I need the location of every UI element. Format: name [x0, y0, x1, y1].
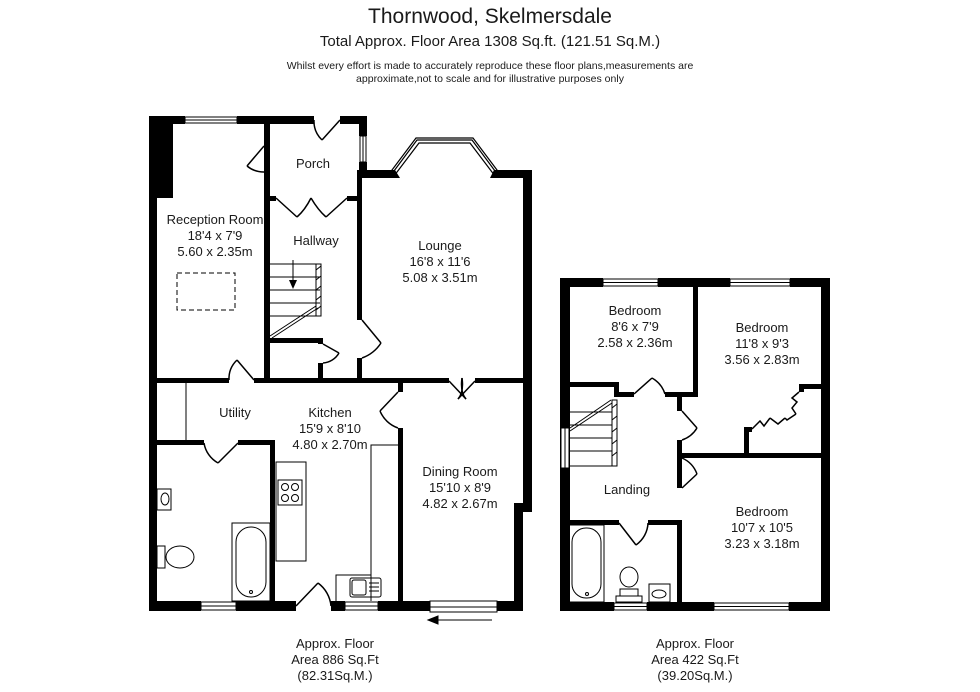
first-floor-area: Approx. Floor Area 422 Sq.Ft (39.20Sq.M.…	[640, 636, 750, 684]
room-name: Utility	[219, 405, 251, 420]
room-name: Lounge	[418, 238, 462, 253]
room-name: Bedroom	[735, 320, 789, 335]
room-name: Reception Room	[166, 212, 264, 227]
room-label-bedroom-1: Bedroom 8'6 x 7'9 2.58 x 2.36m	[585, 303, 685, 351]
area-line-3: (82.31Sq.M.)	[297, 668, 373, 683]
room-imperial: 18'4 x 7'9	[187, 228, 243, 243]
room-name: Bedroom	[608, 303, 662, 318]
sliding-door-arrow	[426, 615, 492, 625]
room-name: Landing	[603, 482, 651, 497]
room-label-hallway: Hallway	[280, 233, 352, 249]
room-name: Dining Room	[422, 464, 498, 479]
room-imperial: 15'9 x 8'10	[298, 421, 362, 436]
ground-bathroom-fixtures	[156, 488, 271, 602]
right-outer-wall-upper	[821, 278, 830, 611]
room-metric: 3.56 x 2.83m	[724, 352, 800, 367]
disclaimer: Whilst every effort is made to accuratel…	[0, 60, 980, 86]
area-line-2: Area 422 Sq.Ft	[651, 652, 739, 667]
room-imperial: 10'7 x 10'5	[730, 520, 794, 535]
disclaimer-line-2: approximate,not to scale and for illustr…	[356, 73, 624, 85]
room-name: Kitchen	[308, 405, 352, 420]
room-label-bedroom-2: Bedroom 11'8 x 9'3 3.56 x 2.83m	[712, 320, 812, 368]
ground-floor-doors	[203, 119, 476, 607]
room-label-dining-room: Dining Room 15'10 x 8'9 4.82 x 2.67m	[405, 464, 515, 512]
total-floor-area: Total Approx. Floor Area 1308 Sq.ft. (12…	[319, 33, 661, 50]
ground-floor-stairs	[269, 260, 322, 339]
room-imperial: 16'8 x 11'6	[409, 254, 471, 269]
room-label-porch: Porch	[278, 156, 348, 172]
room-label-kitchen: Kitchen 15'9 x 8'10 4.80 x 2.70m	[280, 405, 380, 453]
room-label-utility: Utility	[205, 405, 265, 421]
first-bathroom-fixtures	[568, 524, 671, 603]
room-metric: 5.60 x 2.35m	[177, 244, 253, 259]
room-metric: 4.80 x 2.70m	[292, 437, 368, 452]
room-name: Bedroom	[735, 504, 789, 519]
room-label-reception-room: Reception Room 18'4 x 7'9 5.60 x 2.35m	[160, 212, 270, 260]
room-metric: 5.08 x 3.51m	[402, 270, 478, 285]
page-title: Thornwood, Skelmersdale	[368, 5, 612, 28]
room-metric: 2.58 x 2.36m	[597, 335, 673, 350]
room-label-lounge: Lounge 16'8 x 11'6 5.08 x 3.51m	[380, 238, 500, 286]
area-line-3: (39.20Sq.M.)	[657, 668, 733, 683]
left-outer-wall	[149, 116, 157, 611]
area-line-2: Area 886 Sq.Ft	[291, 652, 379, 667]
room-metric: 3.23 x 3.18m	[724, 536, 800, 551]
room-name: Porch	[296, 156, 330, 171]
dashed-feature	[176, 272, 236, 311]
first-floor-stairs	[569, 399, 618, 467]
area-line-1: Approx. Floor	[295, 636, 375, 651]
room-label-bedroom-3: Bedroom 10'7 x 10'5 3.23 x 3.18m	[712, 504, 812, 552]
stairs-down-arrow	[289, 280, 297, 289]
first-floor-windows	[560, 278, 791, 611]
room-name: Hallway	[293, 233, 339, 248]
ground-floor-area: Approx. Floor Area 886 Sq.Ft (82.31Sq.M.…	[280, 636, 390, 684]
ground-floor-windows	[184, 116, 498, 613]
room-imperial: 8'6 x 7'9	[611, 319, 659, 334]
bay-window	[388, 137, 501, 177]
room-imperial: 11'8 x 9'3	[735, 336, 789, 351]
disclaimer-line-1: Whilst every effort is made to accuratel…	[286, 60, 694, 72]
ground-floor-plan	[149, 116, 532, 611]
room-imperial: 15'10 x 8'9	[428, 480, 492, 495]
area-line-1: Approx. Floor	[655, 636, 735, 651]
room-label-landing: Landing	[592, 482, 662, 498]
first-floor-doors	[618, 377, 800, 546]
room-metric: 4.82 x 2.67m	[422, 496, 498, 511]
kitchen-fixtures	[275, 444, 398, 601]
